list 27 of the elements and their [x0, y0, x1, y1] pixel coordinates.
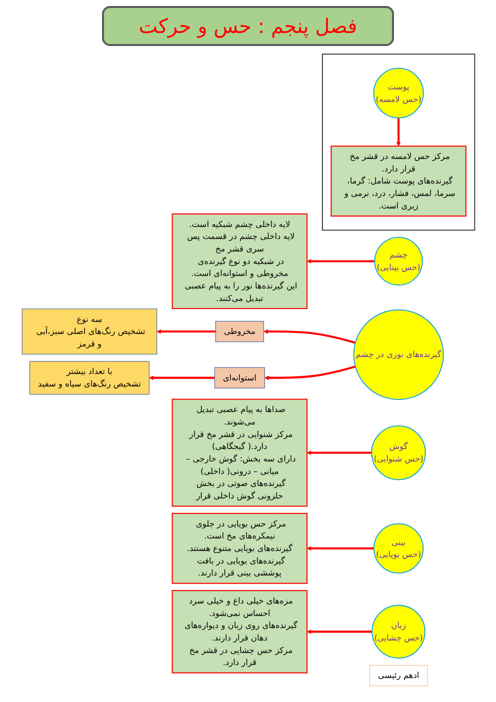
node-box: سه نوع تشخیص رنگ‌های اصلی سبز،آبی و قرمز	[21, 308, 157, 354]
node-box: ادهم رئیسی	[369, 665, 428, 686]
node-box: مرکز حس بویایی در جلوی نیمکره‌های مخ است. گیرنده‌های بویایی متنوع هستند. گیرنده‌های بویایی در بافت پوششی بینی قرار دارند.	[171, 512, 308, 584]
node-box: استوانه‌ای	[214, 367, 265, 388]
arrow	[156, 329, 216, 334]
node-box: صداها به پیام عصبی تبدیل می‌شوند. مرکز شنوایی در قشر مخ قرار دارد.( گیجگاهی) دارای سه بخش: گوش خارجی – میانی – درونی( داخلی) گیرنده‌های صوتی در بخش حلزونی گوش داخلی قرار	[171, 398, 308, 507]
arrow	[306, 450, 372, 455]
node-circle: گوش (حس شنوایی)	[370, 425, 426, 480]
node-circle: چشم (حس بینایی)	[374, 236, 422, 286]
node-box: مزه‌های خیلی داغ و خیلی سرد احساس نمی‌شود. گیرنده‌های روی زبان و دیواره‌های دهان قرار دارند. مرکز حس چشایی در قشر مخ قرار دارد.	[171, 590, 308, 674]
arrow	[306, 258, 374, 264]
node-circle: پوست (حس لامسه)	[372, 68, 424, 118]
arrow	[306, 629, 372, 634]
arrow	[263, 329, 356, 344]
arrow	[148, 376, 214, 380]
node-circle: بینی (حس بویایی)	[373, 523, 424, 574]
node-box: مرکز حس لامسه در قشر مخ قرار دارد. گیرنده‌های پوست شامل: گرما، سرما، لمس، فشار، درد، نرمی و زبری است.	[330, 146, 466, 217]
cluster	[322, 54, 475, 231]
node-box: با تعداد بیشتر تشخیص رنگ‌های سیاه و سفید	[29, 361, 150, 395]
arrow	[396, 118, 400, 146]
arrow	[264, 366, 356, 380]
arrow	[306, 546, 374, 551]
node-box: مخروطی	[214, 321, 264, 342]
node-box: لایه داخلی چشم شبکیه است. لایه داخلی چشم در قسمت پس سری قشر مخ در شبکیه دو نوع گیرنده‌ی مخروطی و استوانه‌ای است. این گیرنده‌ها نور را به پیام عصبی تبدیل می‌کنند.	[171, 213, 308, 310]
node-circle: گیرنده‌های نوری در چشم	[352, 309, 444, 400]
title: فصل پنجم : حس و حرکت	[102, 6, 394, 46]
node-circle: زبان (حس چشایی)	[371, 604, 426, 659]
